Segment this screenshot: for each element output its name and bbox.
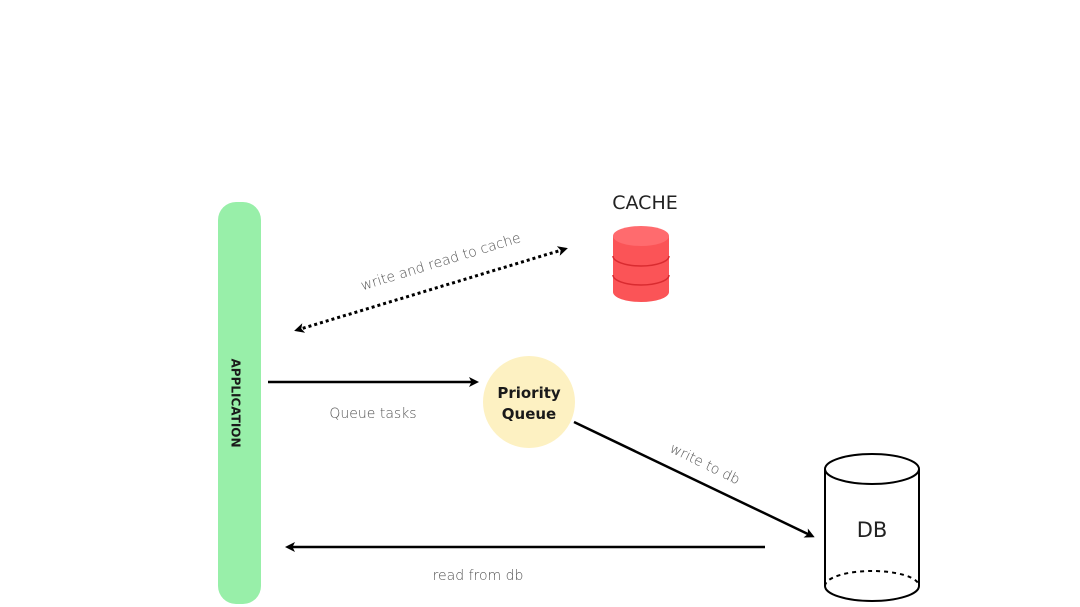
- priority-queue-label-line1: Priority: [497, 384, 561, 402]
- edge-db-app: read from db: [285, 542, 765, 584]
- cache-label: CACHE: [612, 192, 678, 214]
- priority-queue-circle: [483, 356, 575, 448]
- cache-node: CACHE: [612, 192, 678, 302]
- edge-label-app-cache: write and read to cache: [359, 230, 523, 294]
- write-to-db-arrow: [573, 420, 815, 538]
- priority-queue-node: Priority Queue: [483, 356, 575, 448]
- edge-app-cache: write and read to cache: [294, 230, 568, 333]
- edge-app-queue: Queue tasks: [268, 377, 479, 422]
- application-node: APPLICATION: [218, 202, 261, 604]
- database-cylinder-icon: [824, 453, 920, 602]
- edge-queue-db: write to db: [573, 420, 815, 538]
- db-node: DB: [824, 453, 920, 602]
- database-stack-icon: [612, 226, 670, 302]
- edge-label-db-app: read from db: [433, 568, 524, 584]
- edge-label-app-queue: Queue tasks: [329, 406, 416, 422]
- edge-label-queue-db: write to db: [667, 441, 742, 489]
- db-label: DB: [857, 518, 888, 542]
- application-label: APPLICATION: [229, 358, 243, 447]
- priority-queue-label-line2: Queue: [502, 405, 556, 423]
- dotted-bidirectional-arrow: [294, 246, 568, 333]
- application-bar: [218, 202, 261, 604]
